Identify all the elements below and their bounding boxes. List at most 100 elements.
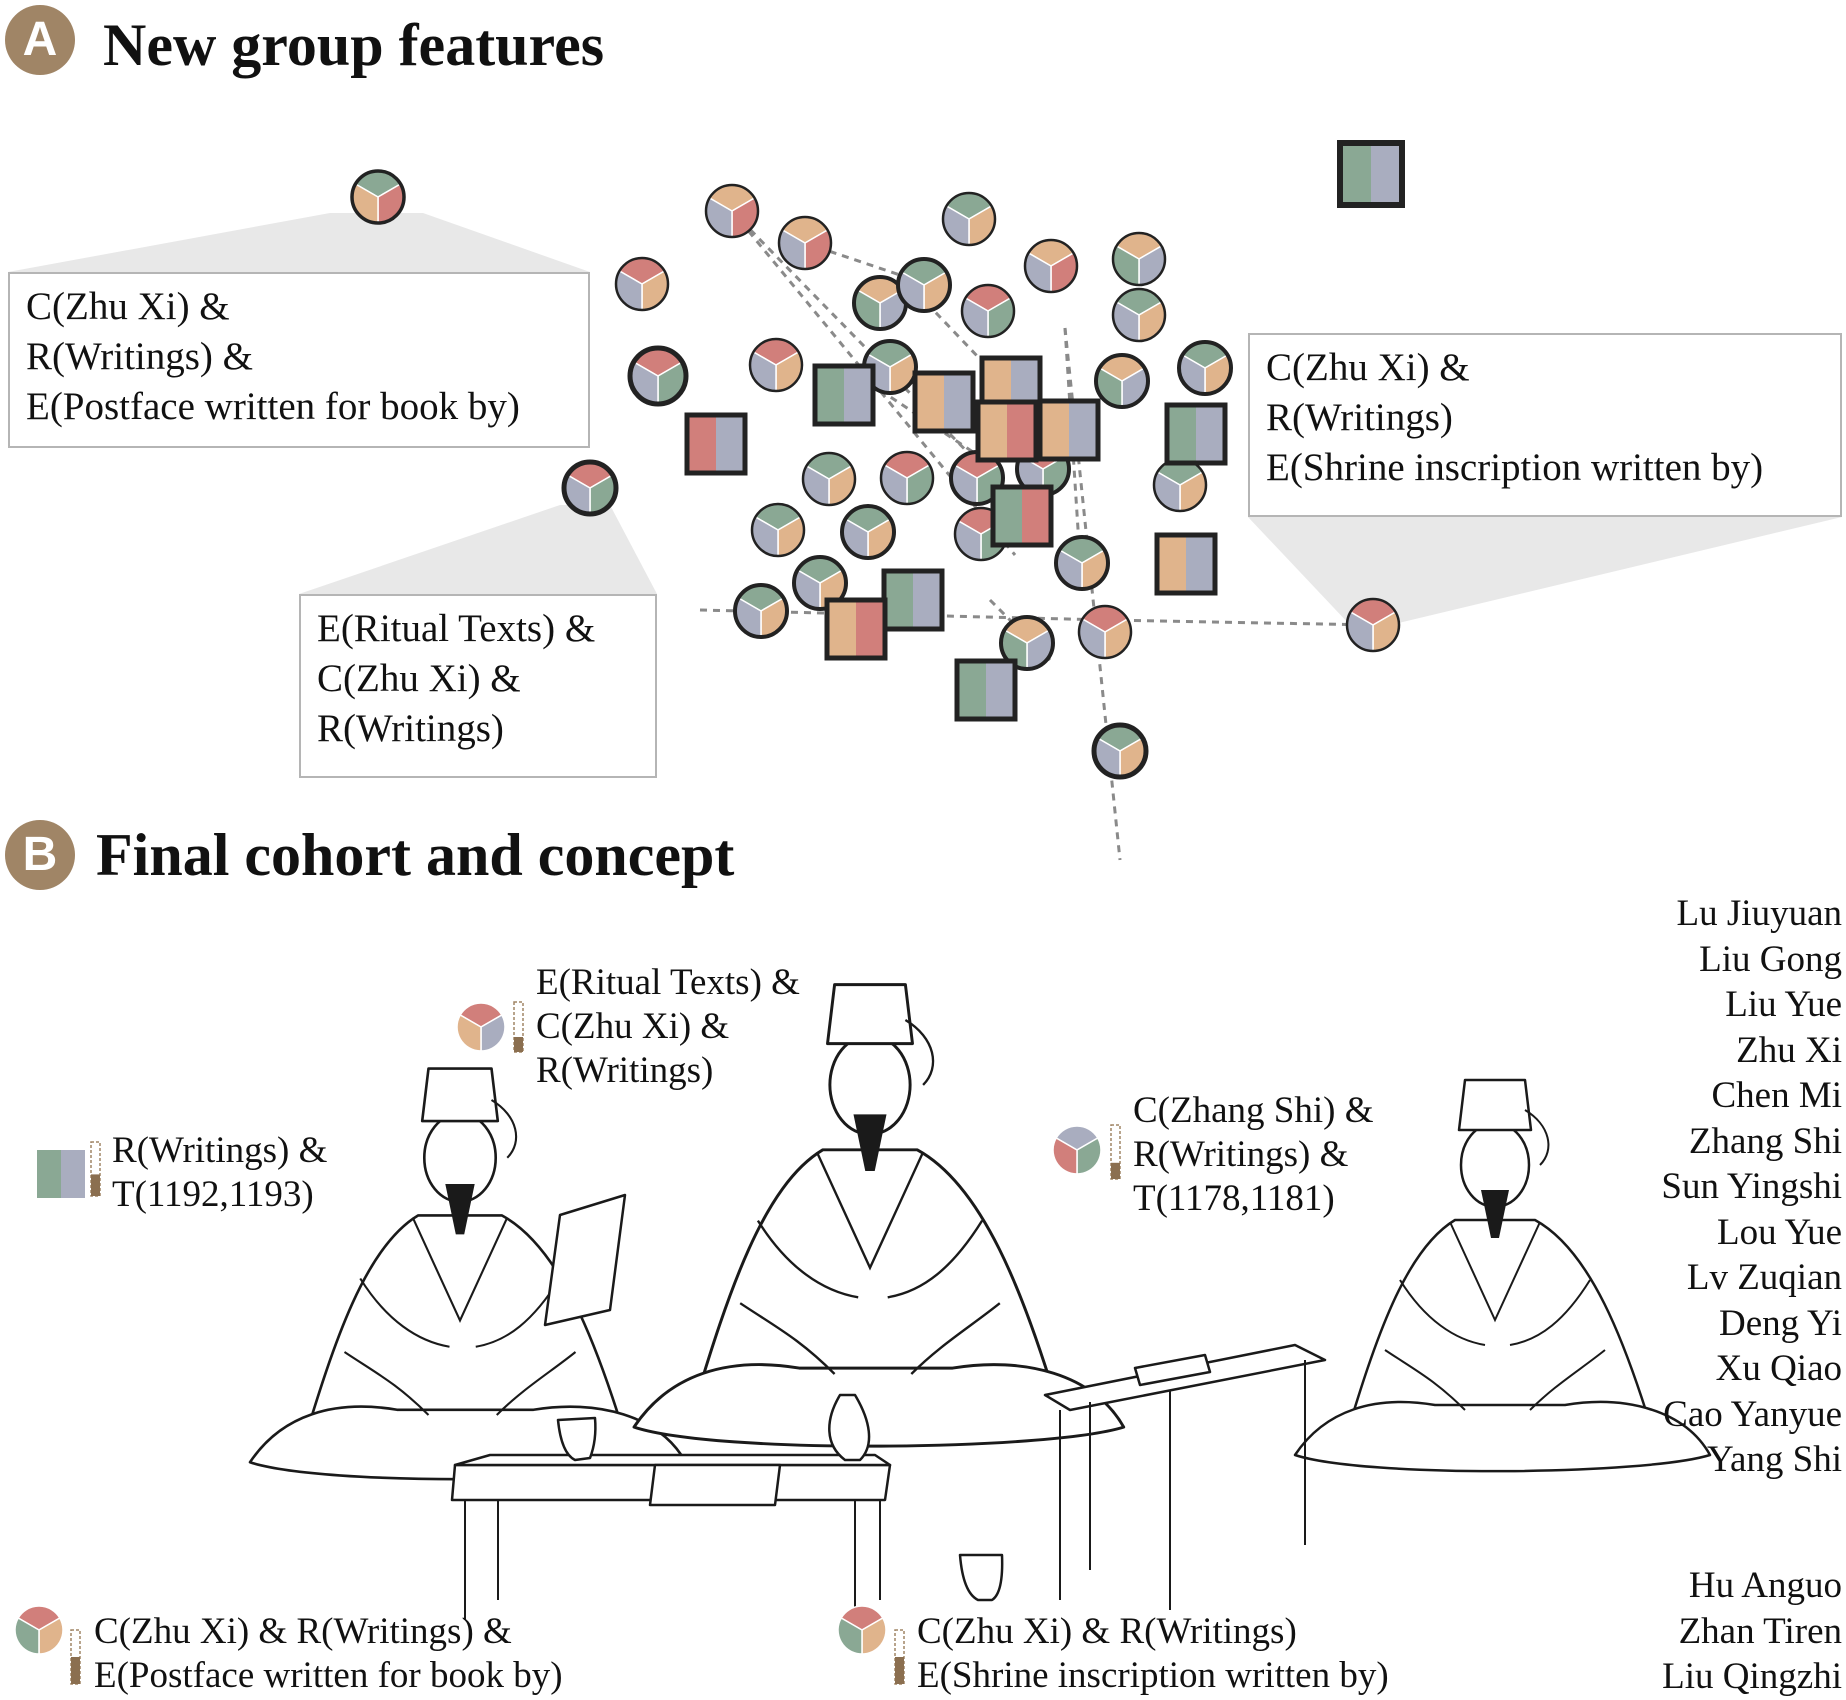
- cohort-name: Zhang Shi: [1688, 1120, 1842, 1162]
- feature-square-node: [684, 412, 748, 476]
- cohort-name: Liu Yue: [1725, 984, 1842, 1025]
- feature-pie-node: [777, 215, 833, 271]
- feature-line: R(Writings) &: [1133, 1134, 1349, 1175]
- other-name: Liu Qingzhi: [1662, 1656, 1842, 1697]
- feature-line: E(Postface written for book by): [94, 1655, 563, 1696]
- feature-line: R(Writings): [536, 1050, 714, 1091]
- feature-line: C(Zhang Shi) &: [1133, 1090, 1374, 1131]
- feature-meter-icon: [90, 1141, 101, 1197]
- feature-square-node: [1337, 140, 1405, 208]
- feature-line: E(Ritual Texts) &: [536, 962, 800, 1003]
- callout-shrine-inscription: C(Zhu Xi) & R(Writings) E(Shrine inscrip…: [1248, 333, 1842, 517]
- scholar-right-figure: [1293, 1078, 1712, 1473]
- callout-line: R(Writings) &: [26, 335, 253, 378]
- callout-line: C(Zhu Xi) &: [317, 657, 521, 700]
- feature-pie-node: [960, 283, 1016, 339]
- feature-square-node: [954, 658, 1018, 722]
- feature-pie-icon: [837, 1605, 887, 1655]
- feature-line: E(Shrine inscription written by): [917, 1655, 1389, 1696]
- other-name: Hu Anguo: [1688, 1565, 1842, 1606]
- callout-line: R(Writings): [1266, 396, 1453, 439]
- feature-square-node: [975, 399, 1039, 463]
- other-name: Zhan Tiren: [1678, 1610, 1842, 1652]
- callout-line: E(Ritual Texts) &: [317, 607, 596, 650]
- cohort-name: Liu Gong: [1699, 938, 1842, 980]
- panel-a-title: New group features: [103, 12, 605, 78]
- callout-line: R(Writings): [317, 707, 504, 750]
- feature-pie-node: [1152, 457, 1208, 513]
- cohort-name: Deng Yi: [1719, 1302, 1842, 1344]
- panel-a-badge: A: [5, 5, 75, 75]
- feature-pie-node: [1023, 238, 1079, 294]
- callout-postface: C(Zhu Xi) & R(Writings) & E(Postface wri…: [8, 272, 590, 448]
- feature-square-node: [990, 484, 1054, 548]
- feature-pie-node: [733, 583, 789, 639]
- callout-line: C(Zhu Xi) &: [1266, 346, 1470, 389]
- feature-line: C(Zhu Xi) & R(Writings): [917, 1611, 1297, 1652]
- feature-writings-time: R(Writings) & T(1192,1193): [112, 1129, 327, 1217]
- feature-square-node: [812, 363, 876, 427]
- feature-pie-node: [1077, 604, 1133, 660]
- cohort-name: Xu Qiao: [1715, 1348, 1842, 1389]
- callout-pointer: [299, 505, 657, 594]
- cohort-name: Cao Yanyue: [1663, 1393, 1842, 1435]
- feature-pie-icon: [456, 1002, 506, 1052]
- feature-square-node: [1164, 402, 1228, 466]
- feature-pie-node: [1177, 340, 1233, 396]
- feature-meter-icon: [1110, 1124, 1121, 1180]
- feature-pie-node: [941, 191, 997, 247]
- feature-square-node: [912, 370, 976, 434]
- feature-zhang-shi: C(Zhang Shi) & R(Writings) & T(1178,1181…: [1133, 1089, 1373, 1221]
- cup-illustration: [958, 1553, 1004, 1602]
- callout-line: E(Postface written for book by): [26, 385, 520, 428]
- panel-b-title: Final cohort and concept: [96, 822, 735, 888]
- cohort-name: Chen Mi: [1711, 1075, 1842, 1116]
- feature-pie-node: [748, 337, 804, 393]
- feature-line: C(Zhu Xi) &: [536, 1006, 730, 1047]
- feature-line: T(1178,1181): [1133, 1178, 1335, 1219]
- feature-pie-node: [1345, 597, 1401, 653]
- feature-pie-node: [840, 504, 896, 560]
- feature-line: T(1192,1193): [112, 1174, 314, 1215]
- feature-square-node: [824, 597, 888, 661]
- feature-meter-icon: [70, 1629, 81, 1685]
- link-edge: [1107, 618, 1374, 627]
- callout-line: C(Zhu Xi) &: [26, 285, 230, 328]
- low-table-illustration: [450, 1393, 892, 1620]
- feature-pie-node: [350, 169, 406, 225]
- cohort-name: Sun Yingshi: [1661, 1166, 1842, 1207]
- feature-ritual-texts: E(Ritual Texts) & C(Zhu Xi) & R(Writings…: [536, 961, 800, 1093]
- cohort-name-list: Lu Jiuyuan Liu Gong Liu Yue Zhu Xi Chen …: [1661, 891, 1842, 1483]
- feature-line: R(Writings) &: [112, 1130, 328, 1171]
- feature-pie-node: [614, 256, 670, 312]
- other-name-list: Hu Anguo Zhan Tiren Liu Qingzhi: [1662, 1563, 1842, 1700]
- feature-pie-node: [1054, 535, 1110, 591]
- cohort-name: Zhu Xi: [1736, 1029, 1842, 1071]
- feature-square-node: [1037, 398, 1101, 462]
- cohort-name: Lv Zuqian: [1686, 1257, 1842, 1298]
- feature-pie-node: [896, 257, 952, 313]
- feature-pie-icon: [14, 1605, 64, 1655]
- feature-pie-node: [561, 459, 619, 517]
- feature-shrine-inscription: C(Zhu Xi) & R(Writings) E(Shrine inscrip…: [917, 1610, 1389, 1698]
- cohort-name: Lou Yue: [1716, 1211, 1842, 1253]
- callout-pointer: [8, 213, 590, 272]
- feature-meter-icon: [894, 1629, 905, 1685]
- panel-b-badge: B: [5, 820, 75, 890]
- writing-table-illustration: [1043, 1343, 1327, 1610]
- feature-postface: C(Zhu Xi) & R(Writings) & E(Postface wri…: [94, 1610, 563, 1698]
- feature-pie-node: [1111, 287, 1167, 343]
- cohort-name: Lu Jiuyuan: [1676, 893, 1842, 934]
- scroll-illustration: [543, 1193, 627, 1327]
- feature-pie-node: [879, 450, 935, 506]
- cohort-name: Yang Shi: [1706, 1439, 1842, 1480]
- feature-pie-node: [704, 183, 760, 239]
- callout-pointer: [1248, 517, 1842, 625]
- feature-pie-node: [1091, 722, 1149, 780]
- feature-meter-icon: [513, 1001, 524, 1053]
- feature-square-node: [881, 568, 945, 632]
- feature-square-node: [1154, 532, 1218, 596]
- feature-square-icon: [37, 1150, 85, 1198]
